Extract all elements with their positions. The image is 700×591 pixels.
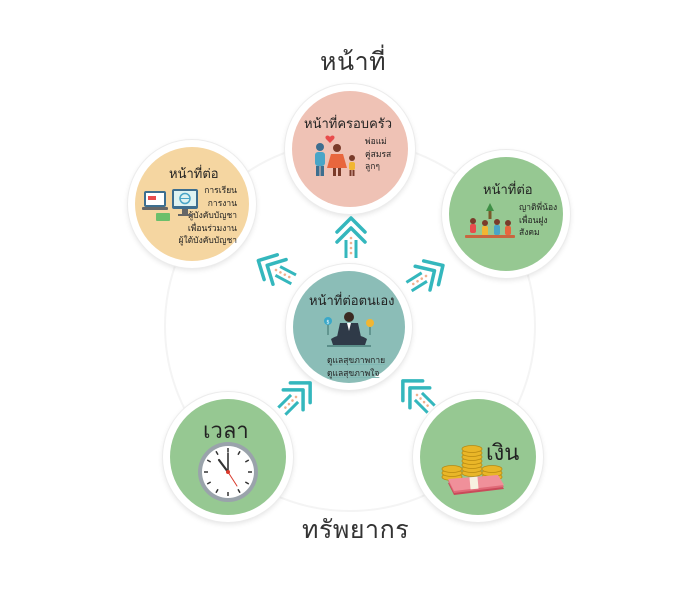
work-item-colleague: เพื่อนร่วมงาน	[187, 223, 237, 234]
clock-icon	[198, 442, 258, 502]
social-list: ญาติพี่น้อง เพื่อนฝูง สังคม	[519, 202, 557, 240]
money-disk: เงิน	[420, 399, 536, 515]
self-disk: หน้าที่ต่อตนเอง $ ดูแลสุขภาพกาย ดูแลสุขภ…	[293, 271, 405, 383]
work-list: การเรียน การงาน ผู้บังคับบัญชา เพื่อนร่ว…	[179, 185, 237, 248]
work-title: หน้าที่ต่อ	[169, 167, 219, 182]
computer-icon	[142, 189, 198, 221]
social-title: หน้าที่ต่อ	[483, 183, 533, 198]
social-item-relatives: ญาติพี่น้อง	[519, 203, 558, 213]
heading-resources: ทรัพยากร	[302, 515, 410, 544]
money-icon	[441, 445, 504, 495]
family-list: พ่อแม่ คู่สมรส ลูกๆ	[365, 136, 391, 174]
family-item-children: ลูกๆ	[365, 162, 380, 172]
money-label: เงิน	[486, 441, 520, 466]
svg-text:$: $	[326, 320, 329, 326]
family-item-parents: พ่อแม่	[365, 137, 387, 147]
family-node: หน้าที่ครอบครัว พ่อแม่ คู่สมรส ลูกๆ	[285, 84, 415, 214]
meditation-icon: $	[324, 312, 374, 347]
work-item-subordinate: ผู้ใต้บังคับบัญชา	[178, 236, 237, 246]
community-icon	[465, 203, 515, 238]
work-node: หน้าที่ต่อ การเรียน การงาน ผู้บังคับบัญช…	[128, 140, 256, 268]
self-item-body: ดูแลสุขภาพกาย	[327, 356, 386, 366]
arrow-to-work	[250, 246, 302, 294]
self-list: ดูแลสุขภาพกาย ดูแลสุขภาพใจ	[327, 355, 385, 380]
time-label: เวลา	[203, 419, 249, 444]
social-item-society: สังคม	[519, 228, 540, 238]
money-node: เงิน	[413, 392, 543, 522]
arrow-from-money	[391, 369, 443, 421]
family-item-spouse: คู่สมรส	[365, 149, 392, 160]
time-node: เวลา	[163, 392, 293, 522]
work-item-boss: ผู้บังคับบัญชา	[188, 211, 237, 221]
work-item-job: การงาน	[207, 198, 237, 209]
self-item-mind: ดูแลสุขภาพใจ	[327, 368, 380, 379]
family-title: หน้าที่ครอบครัว	[304, 117, 393, 132]
arrow-to-social	[399, 251, 453, 301]
work-item-study: การเรียน	[204, 186, 237, 196]
arrow-from-time	[270, 371, 322, 423]
work-disk: หน้าที่ต่อ การเรียน การงาน ผู้บังคับบัญช…	[135, 147, 249, 261]
social-disk: หน้าที่ต่อ ญาติพี่น้อง เพื่อนฝูง สังคม	[449, 157, 563, 271]
time-disk: เวลา	[170, 399, 286, 515]
heading-duties: หน้าที่	[320, 47, 387, 76]
social-item-friends: เพื่อนฝูง	[519, 215, 548, 226]
family-icon	[315, 135, 355, 176]
self-node: หน้าที่ต่อตนเอง $ ดูแลสุขภาพกาย ดูแลสุขภ…	[286, 264, 412, 390]
social-node: หน้าที่ต่อ ญาติพี่น้อง เพื่อนฝูง สังคม	[442, 150, 570, 278]
self-title: หน้าที่ต่อตนเอง	[309, 294, 395, 309]
family-disk: หน้าที่ครอบครัว พ่อแม่ คู่สมรส ลูกๆ	[292, 91, 408, 207]
arrow-to-family	[335, 216, 367, 260]
